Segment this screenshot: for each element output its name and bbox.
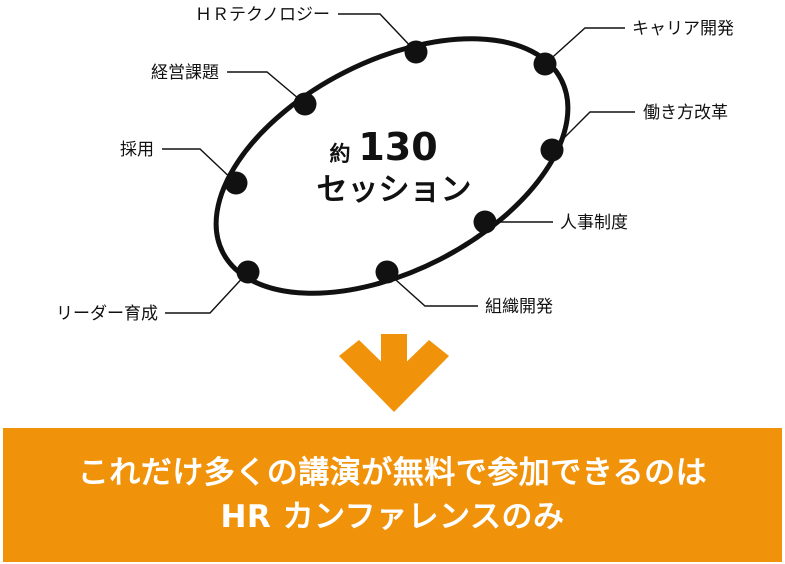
topic-label-career: キャリア開発 (632, 19, 734, 39)
leader-line-leader (165, 271, 249, 314)
node-dot-hr-system (473, 210, 497, 234)
leader-line-mgmt (227, 71, 306, 105)
node-dot-org-dev (375, 260, 399, 284)
leader-line-recruit (162, 148, 237, 184)
center-unit: セッション (317, 172, 472, 208)
banner-line-2: HR カンファレンスのみ (220, 499, 565, 535)
leader-line-org-dev (386, 271, 478, 307)
topic-label-org-dev: 組織開発 (485, 297, 553, 317)
node-dot-hr-tech (404, 40, 428, 64)
leader-line-hr-tech (338, 13, 417, 53)
node-dot-career (533, 52, 557, 76)
topic-label-hr-system: 人事制度 (560, 213, 628, 233)
topic-label-workstyle: 働き方改革 (643, 103, 728, 123)
topic-label-hr-tech: ＨＲテクノロジー (195, 5, 330, 25)
leader-line-workstyle (551, 111, 635, 151)
session-ring (213, 36, 571, 296)
cta-banner: これだけ多くの講演が無料で参加できるのは HR カンファレンスのみ (3, 428, 782, 562)
topic-label-recruit: 採用 (120, 140, 154, 160)
topic-label-mgmt: 経営課題 (151, 63, 219, 83)
topic-diagram: ＨＲテクノロジー キャリア開発 働き方改革 人事制度 組織開発 リーダー育成 採… (56, 5, 734, 324)
center-prefix: 約 (330, 142, 351, 166)
node-dot-mgmt (293, 92, 317, 116)
node-dot-recruit (224, 171, 248, 195)
leader-line-career (544, 27, 625, 65)
topic-label-leader: リーダー育成 (56, 304, 158, 324)
banner-line-1: これだけ多くの講演が無料で参加できるのは (77, 455, 708, 491)
center-number: 130 (358, 125, 437, 169)
node-dot-leader (236, 260, 260, 284)
node-dot-workstyle (540, 138, 564, 162)
down-arrow-icon (339, 334, 449, 412)
